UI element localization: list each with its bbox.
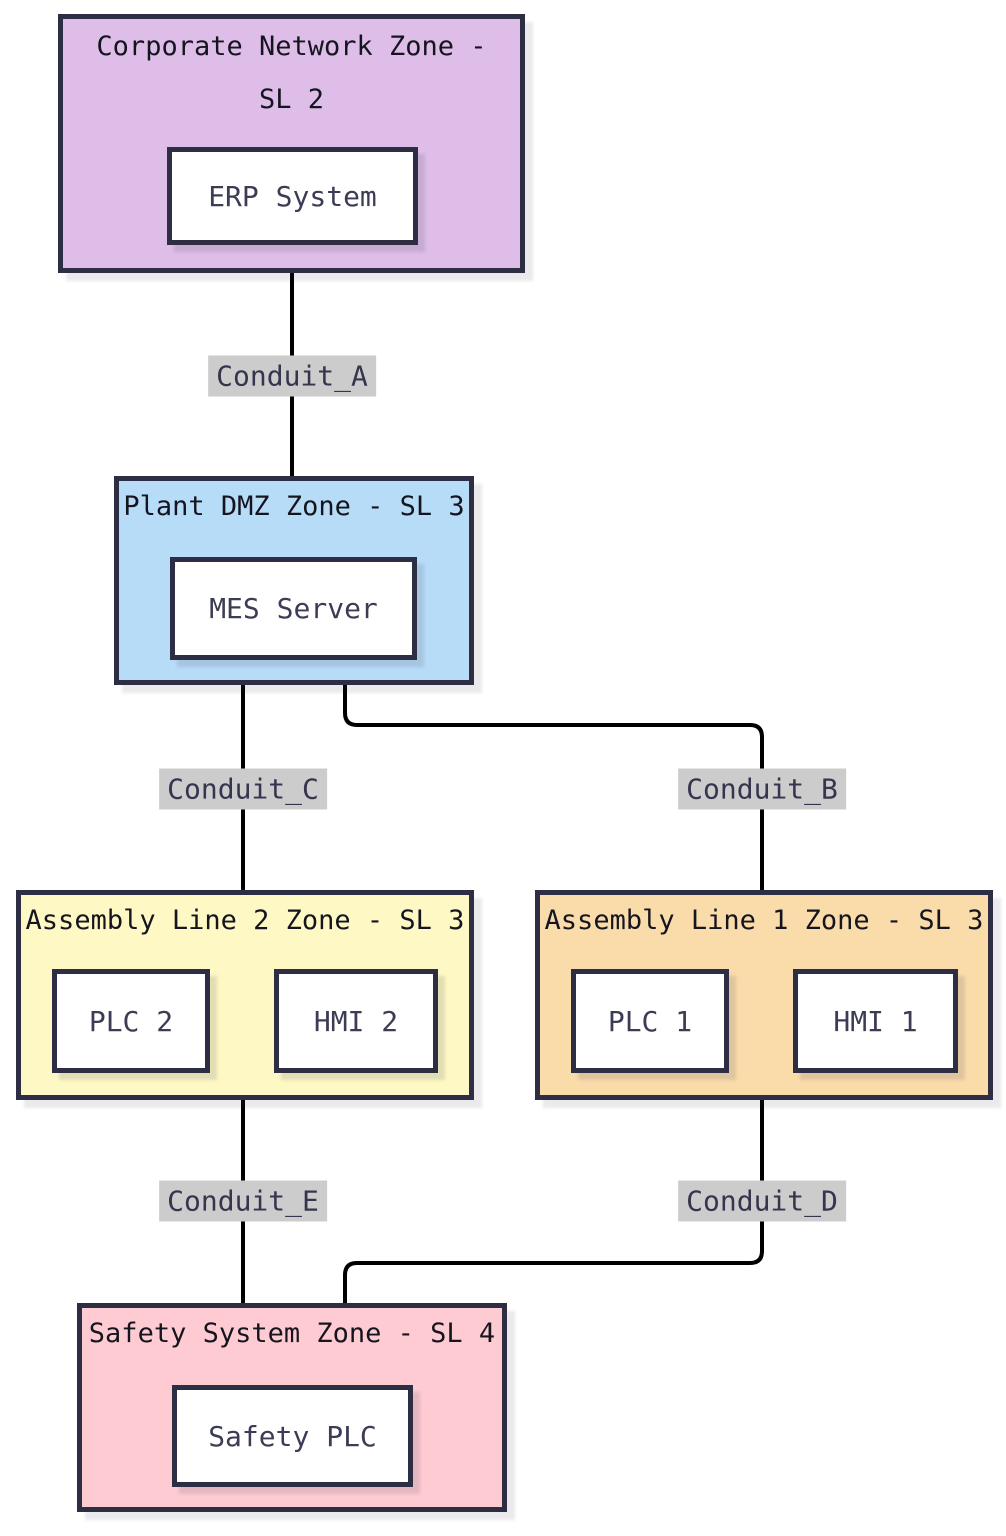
zone-assembly-line-1: Assembly Line 1 Zone - SL 3 PLC 1 HMI 1 <box>535 890 993 1100</box>
node-safety-plc: Safety PLC <box>172 1385 413 1487</box>
node-label-plc-1: PLC 1 <box>607 1004 693 1038</box>
zone-assembly-line-2: Assembly Line 2 Zone - SL 3 PLC 2 HMI 2 <box>16 890 474 1100</box>
zone-title-assembly-line-1: Assembly Line 1 Zone - SL 3 <box>544 905 984 936</box>
conduit-b-label-text: Conduit_B <box>686 772 838 806</box>
zone-title-corporate-network: Corporate Network Zone - SL 2 <box>96 31 487 115</box>
node-label-hmi-1: HMI 1 <box>833 1004 918 1038</box>
node-plc-2: PLC 2 <box>52 969 210 1073</box>
zone-title-safety-system: Safety System Zone - SL 4 <box>88 1318 496 1349</box>
node-label-hmi-2: HMI 2 <box>313 1004 399 1038</box>
conduit-c-label: Conduit_C <box>159 768 327 810</box>
node-label-plc-2: PLC 2 <box>88 1004 174 1038</box>
zone-plant-dmz: Plant DMZ Zone - SL 3 MES Server <box>114 476 474 685</box>
conduit-d-label-text: Conduit_D <box>686 1184 838 1218</box>
node-erp-system: ERP System <box>167 147 418 245</box>
node-label-erp-system: ERP System <box>208 179 377 213</box>
zone-corporate-network: Corporate Network Zone - SL 2 ERP System <box>58 14 525 273</box>
node-hmi-1: HMI 1 <box>793 969 958 1073</box>
node-mes-server: MES Server <box>170 557 417 660</box>
conduit-d-edge <box>343 1100 764 1303</box>
zone-title-plant-dmz: Plant DMZ Zone - SL 3 <box>123 491 465 522</box>
zone-title-assembly-line-2: Assembly Line 2 Zone - SL 3 <box>25 905 465 936</box>
node-hmi-2: HMI 2 <box>274 969 438 1073</box>
conduit-c-label-text: Conduit_C <box>167 772 319 806</box>
node-plc-1: PLC 1 <box>571 969 729 1073</box>
conduit-d-label: Conduit_D <box>678 1180 846 1222</box>
node-label-safety-plc: Safety PLC <box>208 1419 377 1453</box>
conduit-e-label-text: Conduit_E <box>167 1184 319 1218</box>
conduit-a-label-text: Conduit_A <box>216 359 368 393</box>
node-label-mes-server: MES Server <box>209 592 378 625</box>
conduit-b-edge <box>343 685 764 890</box>
zone-safety-system: Safety System Zone - SL 4 Safety PLC <box>77 1303 507 1512</box>
conduit-b-label: Conduit_B <box>678 768 846 810</box>
conduit-a-label: Conduit_A <box>208 355 376 397</box>
conduit-e-label: Conduit_E <box>159 1180 327 1222</box>
